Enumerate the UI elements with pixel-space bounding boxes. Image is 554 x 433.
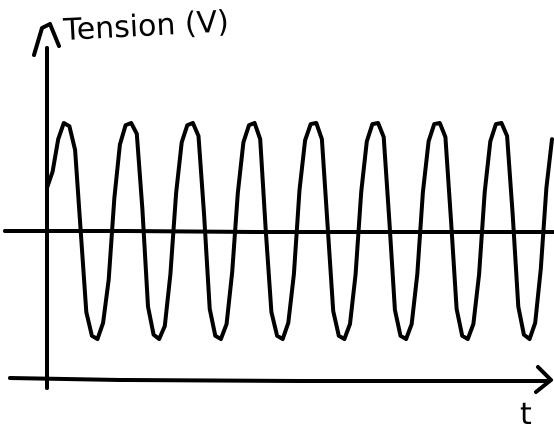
x-axis-line (8, 376, 550, 383)
zero-line (3, 229, 554, 234)
series-line (45, 121, 554, 341)
x-axis-label: t (520, 397, 532, 432)
y-axis-arrow-icon (32, 22, 61, 57)
y-axis-label: Tension (V) (62, 4, 230, 48)
x-axis-arrow-icon (534, 365, 553, 394)
